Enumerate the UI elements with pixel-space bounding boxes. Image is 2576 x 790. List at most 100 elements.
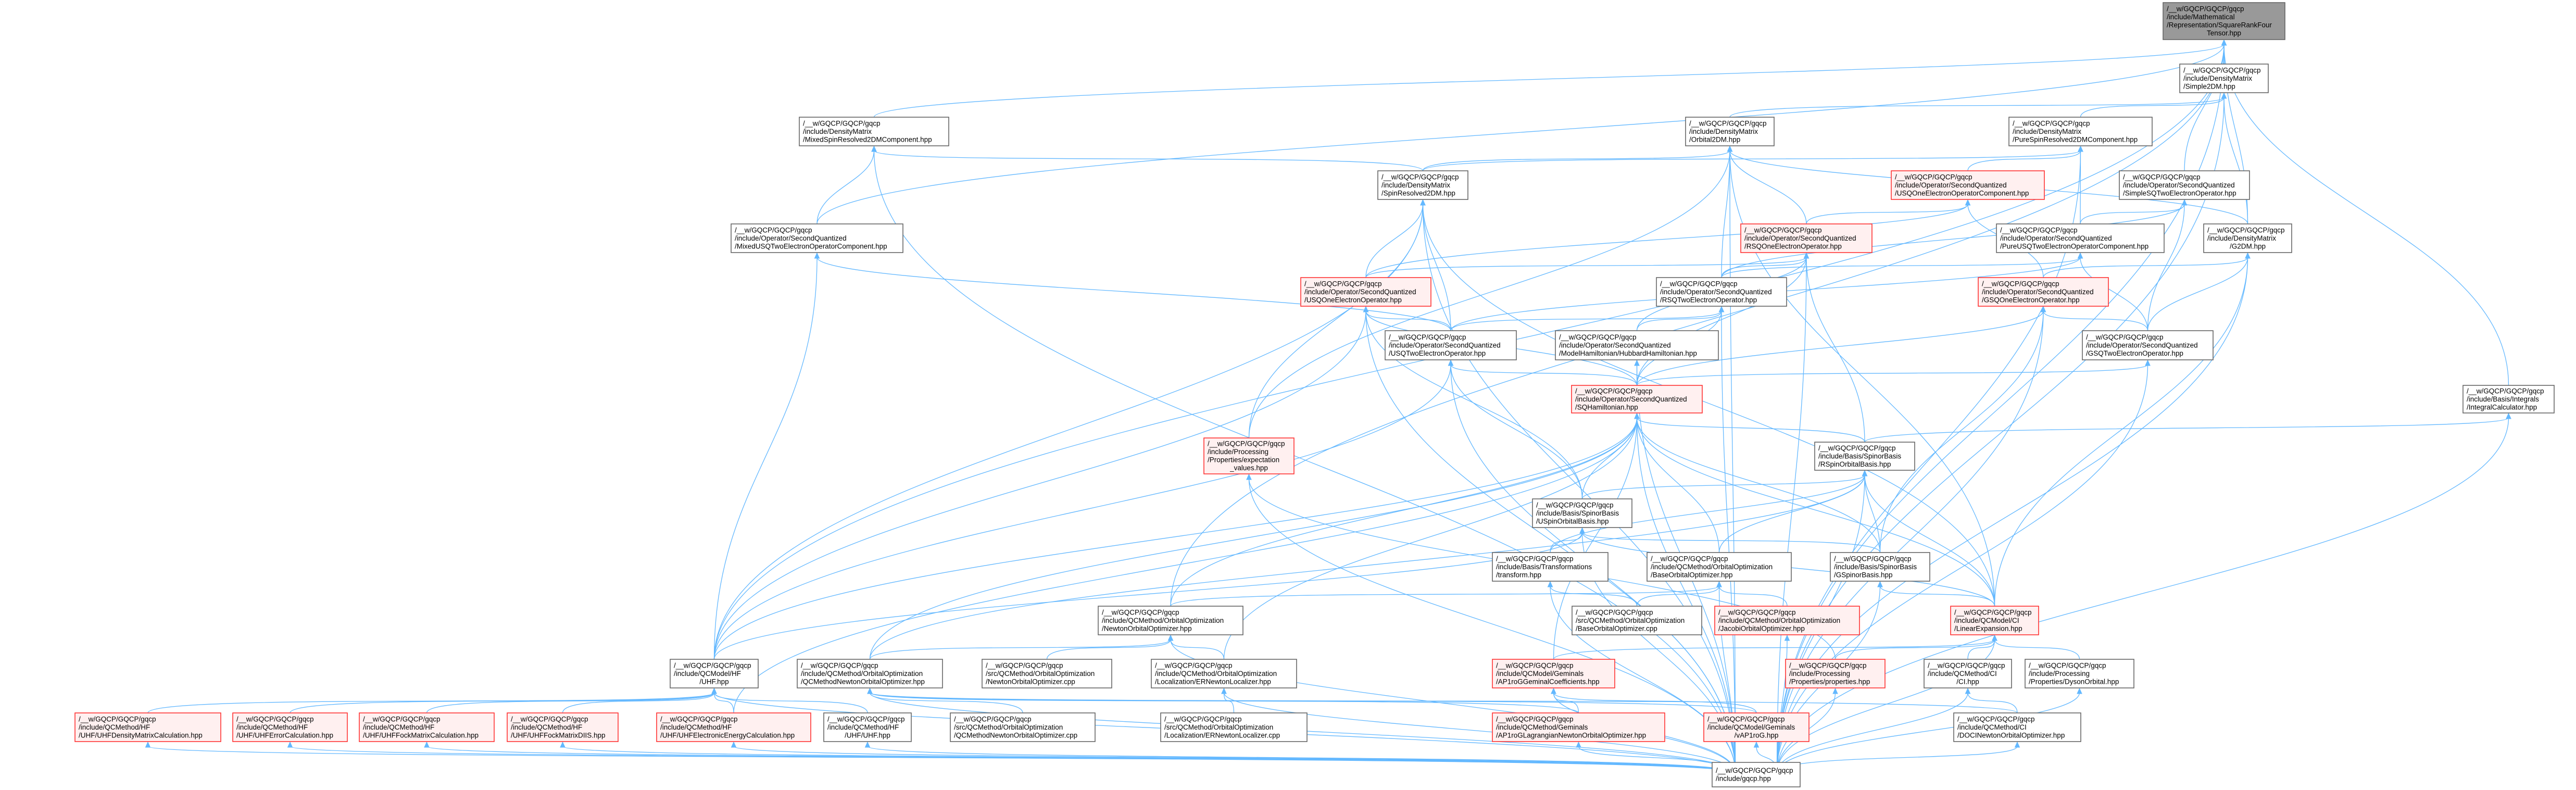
node-uhfmethod[interactable]: /__w/GQCP/GQCP/gqcp/include/QCMethod/HF/… bbox=[823, 712, 912, 742]
edge-linexp-to-sr2dm bbox=[1422, 204, 1995, 607]
node-vap1rog[interactable]: /__w/GQCP/GQCP/gqcp/include/QCModel/Gemi… bbox=[1703, 712, 1810, 742]
edge-gqcp-to-uhfdens bbox=[147, 746, 1736, 773]
node-sr2dm[interactable]: /__w/GQCP/GQCP/gqcp/include/DensityMatri… bbox=[1377, 170, 1468, 200]
node-label-line: /QCMethodNewtonOrbitalOptimizer.hpp bbox=[801, 678, 925, 685]
node-label-line: /__w/GQCP/GQCP/gqcp bbox=[2207, 226, 2285, 234]
node-sqham[interactable]: /__w/GQCP/GQCP/gqcp/include/Operator/Sec… bbox=[1571, 385, 1703, 413]
edge-rsqtwo-to-orbital2dm bbox=[1721, 150, 1730, 278]
node-label-line: /vAP1roG.hpp bbox=[1735, 731, 1779, 739]
node-box bbox=[1160, 712, 1308, 742]
node-newtonoo[interactable]: /__w/GQCP/GQCP/gqcp/include/QCMethod/Orb… bbox=[1098, 606, 1243, 635]
node-doci[interactable]: /__w/GQCP/GQCP/gqcp/include/QCMethod/CI/… bbox=[1953, 712, 2081, 742]
node-pureusqtwo[interactable]: /__w/GQCP/GQCP/gqcp/include/Operator/Sec… bbox=[1996, 223, 2165, 253]
node-box bbox=[1830, 552, 1930, 582]
node-hubbard[interactable]: /__w/GQCP/GQCP/gqcp/include/Operator/Sec… bbox=[1555, 330, 1719, 360]
node-erloc[interactable]: /__w/GQCP/GQCP/gqcp/include/QCMethod/Orb… bbox=[1151, 659, 1297, 688]
arrowhead-icon bbox=[871, 145, 877, 152]
edge-uhfenergy-to-sqham bbox=[733, 417, 1638, 713]
node-label-line: /__w/GQCP/GQCP/gqcp bbox=[954, 715, 1032, 723]
node-intcalc[interactable]: /__w/GQCP/GQCP/gqcp/include/Basis/Integr… bbox=[2462, 385, 2555, 413]
node-label-line: /include/QCMethod/HF bbox=[236, 723, 308, 731]
node-label-line: /include/Operator/SecondQuantized bbox=[1389, 341, 1501, 349]
node-baseoo[interactable]: /__w/GQCP/GQCP/gqcp/include/QCMethod/Orb… bbox=[1647, 552, 1792, 582]
edge-uhferr-to-uhfmodel bbox=[290, 692, 715, 713]
node-box bbox=[1740, 223, 1873, 253]
node-newtonoocpp[interactable]: /__w/GQCP/GQCP/gqcp/src/QCMethod/Orbital… bbox=[982, 659, 1112, 688]
node-mixed2dm[interactable]: /__w/GQCP/GQCP/gqcp/include/DensityMatri… bbox=[799, 117, 949, 146]
node-simplesqtwo[interactable]: /__w/GQCP/GQCP/gqcp/include/Operator/Sec… bbox=[2119, 170, 2250, 200]
node-usqtwo[interactable]: /__w/GQCP/GQCP/gqcp/include/Operator/Sec… bbox=[1385, 330, 1517, 360]
node-gsqtwo[interactable]: /__w/GQCP/GQCP/gqcp/include/Operator/Sec… bbox=[2082, 330, 2214, 360]
node-box bbox=[2119, 170, 2250, 200]
node-srft[interactable]: /__w/GQCP/GQCP/gqcp/include/Mathematical… bbox=[2163, 2, 2285, 40]
node-qcmnoo[interactable]: /__w/GQCP/GQCP/gqcp/include/QCMethod/Orb… bbox=[797, 659, 943, 688]
node-usqone[interactable]: /__w/GQCP/GQCP/gqcp/include/Operator/Sec… bbox=[1300, 277, 1431, 307]
edges-layer bbox=[145, 39, 2511, 773]
node-label-line: /__w/GQCP/GQCP/gqcp bbox=[1536, 501, 1614, 509]
node-box bbox=[982, 659, 1112, 688]
node-box bbox=[1555, 330, 1719, 360]
node-usob[interactable]: /__w/GQCP/GQCP/gqcp/include/Basis/Spinor… bbox=[1532, 498, 1632, 528]
edge-vap1rog-to-ap1roggc bbox=[1553, 692, 1757, 713]
node-transform[interactable]: /__w/GQCP/GQCP/gqcp/include/Basis/Transf… bbox=[1492, 552, 1609, 582]
node-box bbox=[797, 659, 943, 688]
node-label-line: /include/DensityMatrix bbox=[2183, 74, 2252, 82]
node-gqcp[interactable]: /__w/GQCP/GQCP/gqcp/include/gqcp.hpp bbox=[1712, 762, 1801, 787]
node-rsqtwo[interactable]: /__w/GQCP/GQCP/gqcp/include/Operator/Sec… bbox=[1656, 277, 1787, 307]
node-qcmnoocpp[interactable]: /__w/GQCP/GQCP/gqcp/src/QCMethod/Orbital… bbox=[950, 712, 1096, 742]
node-baseoocpp[interactable]: /__w/GQCP/GQCP/gqcp/src/QCMethod/Orbital… bbox=[1572, 606, 1702, 635]
edge-gqcp-to-orbital2dm bbox=[1729, 150, 1736, 773]
node-properties[interactable]: /__w/GQCP/GQCP/gqcp/include/Processing/P… bbox=[1785, 659, 1886, 688]
node-ap1roglag[interactable]: /__w/GQCP/GQCP/gqcp/include/QCMethod/Gem… bbox=[1492, 712, 1665, 742]
node-jacobi[interactable]: /__w/GQCP/GQCP/gqcp/include/QCMethod/Orb… bbox=[1714, 606, 1860, 635]
node-ap1roggc[interactable]: /__w/GQCP/GQCP/gqcp/include/QCModel/Gemi… bbox=[1492, 659, 1615, 688]
node-linexp[interactable]: /__w/GQCP/GQCP/gqcp/include/QCModel/CI/L… bbox=[1950, 606, 2039, 635]
node-g2dm[interactable]: /__w/GQCP/GQCP/gqcp/include/DensityMatri… bbox=[2203, 223, 2292, 253]
edge-gqcp-to-mixed2dm bbox=[873, 150, 1736, 773]
node-simple2dm[interactable]: /__w/GQCP/GQCP/gqcp/include/DensityMatri… bbox=[2179, 64, 2269, 93]
node-uhfdiis[interactable]: /__w/GQCP/GQCP/gqcp/include/QCMethod/HF/… bbox=[507, 712, 619, 742]
node-label-line: /Localization/ERNewtonLocalizer.hpp bbox=[1155, 678, 1271, 685]
node-label-line: /include/QCModel/Geminals bbox=[1496, 670, 1584, 678]
node-label-line: /__w/GQCP/GQCP/gqcp bbox=[2123, 173, 2201, 181]
node-label-line: /PureUSQTwoElectronOperatorComponent.hpp bbox=[2000, 242, 2148, 250]
edge-expval-to-orbital2dm bbox=[1248, 150, 1730, 438]
node-rsqone[interactable]: /__w/GQCP/GQCP/gqcp/include/Operator/Sec… bbox=[1740, 223, 1873, 253]
node-gsb[interactable]: /__w/GQCP/GQCP/gqcp/include/Basis/Spinor… bbox=[1830, 552, 1930, 582]
node-uhferr[interactable]: /__w/GQCP/GQCP/gqcp/include/QCMethod/HF/… bbox=[232, 712, 348, 742]
node-label-line: /src/QCMethod/OrbitalOptimization bbox=[954, 723, 1063, 731]
node-label-line: /include/DensityMatrix bbox=[803, 128, 872, 135]
node-pure2dm[interactable]: /__w/GQCP/GQCP/gqcp/include/DensityMatri… bbox=[2008, 117, 2153, 146]
node-uhffock[interactable]: /__w/GQCP/GQCP/gqcp/include/QCMethod/HF/… bbox=[359, 712, 495, 742]
node-orbital2dm[interactable]: /__w/GQCP/GQCP/gqcp/include/DensityMatri… bbox=[1685, 117, 1775, 146]
node-uhfdens[interactable]: /__w/GQCP/GQCP/gqcp/include/QCMethod/HF/… bbox=[74, 712, 221, 742]
node-label-line: /include/QCMethod/HF bbox=[827, 723, 899, 731]
node-label-line: /__w/GQCP/GQCP/gqcp bbox=[1707, 715, 1785, 723]
node-mixedusqtwo[interactable]: /__w/GQCP/GQCP/gqcp/include/Operator/Sec… bbox=[731, 223, 903, 253]
node-label-line: Tensor.hpp bbox=[2207, 29, 2241, 37]
node-label-line: _values.hpp bbox=[1229, 464, 1268, 472]
edge-usqone-to-sr2dm bbox=[1365, 204, 1424, 278]
edge-uhfmodel-to-mixedusqtwo bbox=[713, 257, 818, 660]
node-label-line: /BaseOrbitalOptimizer.cpp bbox=[1576, 624, 1657, 632]
node-rsob[interactable]: /__w/GQCP/GQCP/gqcp/include/Basis/Spinor… bbox=[1814, 442, 1915, 471]
node-erloccpp[interactable]: /__w/GQCP/GQCP/gqcp/src/QCMethod/Orbital… bbox=[1160, 712, 1308, 742]
node-label-line: /include/Mathematical bbox=[2167, 13, 2235, 21]
node-ci[interactable]: /__w/GQCP/GQCP/gqcp/include/QCMethod/CI/… bbox=[1924, 659, 2012, 688]
node-box bbox=[1703, 712, 1810, 742]
node-label-line: /include/QCModel/HF bbox=[674, 670, 741, 678]
node-uhfmodel[interactable]: /__w/GQCP/GQCP/gqcp/include/QCModel/HF/U… bbox=[670, 659, 759, 688]
node-uhfenergy[interactable]: /__w/GQCP/GQCP/gqcp/include/QCMethod/HF/… bbox=[656, 712, 811, 742]
node-label-line: /UHF/UHFDensityMatrixCalculation.hpp bbox=[79, 731, 203, 739]
edge-uhfdiis-to-uhfmodel bbox=[562, 692, 715, 713]
node-box bbox=[1492, 552, 1609, 582]
node-label-line: /include/Operator/SecondQuantized bbox=[1660, 288, 1772, 296]
node-gsqone[interactable]: /__w/GQCP/GQCP/gqcp/include/Operator/Sec… bbox=[1978, 277, 2109, 307]
edge-gqcp-to-uhffock bbox=[426, 746, 1736, 773]
node-expval[interactable]: /__w/GQCP/GQCP/gqcp/include/Processing/P… bbox=[1203, 437, 1295, 474]
node-label-line: /GSpinorBasis.hpp bbox=[1834, 571, 1893, 579]
edge-jacobi-to-baseoo bbox=[1718, 585, 1788, 607]
node-dyson[interactable]: /__w/GQCP/GQCP/gqcp/include/Processing/P… bbox=[2025, 659, 2134, 688]
node-label-line: /src/QCMethod/OrbitalOptimization bbox=[1164, 723, 1273, 731]
node-usqonecomp[interactable]: /__w/GQCP/GQCP/gqcp/include/Operator/Sec… bbox=[1891, 170, 2045, 200]
